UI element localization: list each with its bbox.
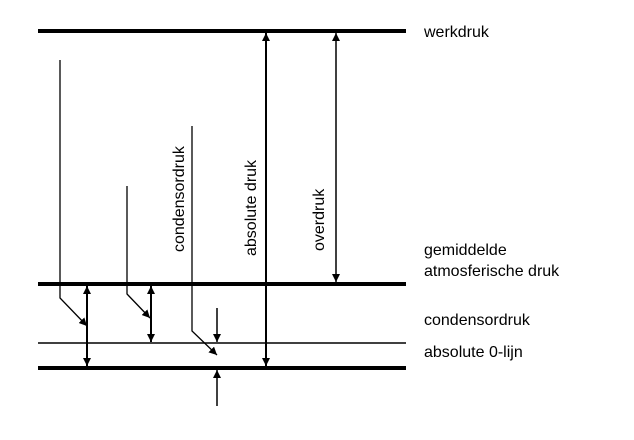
leader-1	[59, 60, 88, 327]
gemiddelde-label: gemiddelde	[424, 242, 507, 259]
condensordruk-label: condensordruk	[424, 312, 531, 329]
overdruk-label: overdruk	[311, 188, 328, 251]
atmosferische-druk-label: atmosferische druk	[424, 263, 560, 280]
leader-3	[191, 126, 218, 356]
absolute-zero-label: absolute 0-lijn	[424, 344, 523, 361]
leader-2	[126, 186, 151, 319]
werkdruk-label: werkdruk	[423, 24, 490, 41]
condensordruk-vertical-label: condensordruk	[171, 145, 188, 252]
absolute-druk-label: absolute druk	[243, 159, 260, 256]
